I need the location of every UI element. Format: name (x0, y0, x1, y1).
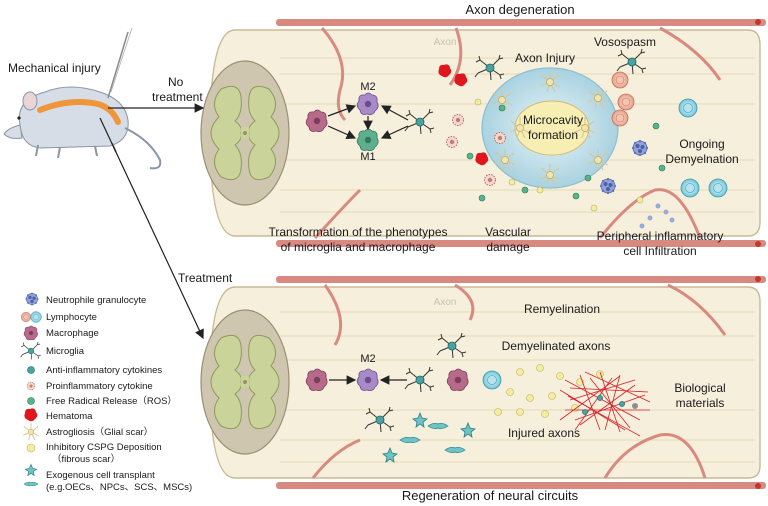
no-treatment-line2: treatment (152, 90, 203, 104)
regeneration-label: Regeneration of neural circuits (402, 488, 579, 503)
ongoing-label-line1: Ongoing (679, 137, 724, 151)
vasospasm-label: Vosospasm (594, 35, 656, 49)
transformation-label-line1: Transformation of the phenotypes (269, 225, 448, 239)
legend-item-astrogliosis: Astrogliosis（Glial scar） (46, 426, 153, 438)
m1-label: M1 (360, 151, 375, 163)
legend-item-cspg: Inhibitory CSPG Deposition (46, 442, 162, 453)
demyelinated-axons-label: Demyelinated axons (502, 339, 611, 353)
peripheral-label-line1: Peripheral inflammatory (597, 229, 724, 243)
microcavity-label-line1: Microcavity (523, 113, 583, 127)
lymphocyte-icon (20, 311, 42, 323)
no-treatment-line1: No (168, 75, 184, 89)
transformation-label-line2: of microglia and macrophage (281, 240, 436, 254)
injured-axons-label: Injured axons (508, 426, 580, 440)
ongoing-label-line2: Demyelnation (665, 152, 738, 166)
hematoma-icon (24, 408, 38, 422)
top-spinal-cord-section (200, 60, 290, 206)
microglia-icon (20, 341, 42, 360)
legend-item-ros: Free Radical Release（ROS） (46, 395, 177, 407)
proinflammatory-icon (26, 381, 36, 391)
microcavity (514, 100, 590, 156)
legend-item-proinflammatory: Proinflammatory cytokine (46, 381, 153, 392)
peripheral-label-line2: cell Infiltration (623, 244, 696, 258)
anti-inflammatory-icon (27, 366, 35, 374)
remyelination-label: Remyelination (524, 302, 600, 316)
top-panel: Axon degeneration Axon Axon Injury Vosos… (200, 2, 766, 258)
cspg-icon (26, 443, 36, 453)
bottom-spinal-cord-section (200, 309, 290, 455)
treatment-label: Treatment (178, 271, 233, 285)
axon-label-bottom: Axon (434, 297, 457, 308)
legend-item-macrophage: Macrophage (46, 328, 99, 339)
legend: Neutrophile granulocyte Lymphocyte Macro… (20, 292, 192, 493)
needle (107, 31, 129, 99)
legend-item-neutrophil: Neutrophile granulocyte (46, 295, 146, 306)
microcavity-label-line2: formation (528, 128, 578, 142)
stem-cell-icon (23, 464, 39, 487)
mechanical-injury-label: Mechanical injury (8, 61, 101, 75)
biological-materials-line2: materials (676, 396, 725, 410)
top-vessel-lower (276, 240, 766, 247)
legend-item-hematoma: Hematoma (46, 411, 93, 422)
ros-icon (27, 397, 35, 405)
m2-macrophage-bottom (356, 368, 379, 392)
biological-material-scaffold (559, 371, 651, 437)
astrocyte-icon (22, 422, 40, 441)
m2-top-label: M2 (360, 81, 375, 93)
macrophage-cell (305, 109, 328, 133)
bottom-vessel-lower (276, 482, 766, 489)
m2-bottom-label: M2 (360, 353, 375, 365)
axon-label-top: Axon (434, 37, 457, 48)
legend-item-microglia: Microglia (46, 346, 85, 357)
neutrophil-icon (25, 292, 39, 306)
treatment-arrow (99, 117, 204, 340)
vascular-label-line2: damage (486, 240, 530, 254)
m1-macrophage (356, 128, 379, 152)
legend-item-anti-inflammatory: Anti-inflammatory cytokines (46, 365, 162, 376)
vascular-label-line1: Vascular (485, 225, 531, 239)
biological-materials-line1: Biological (674, 381, 725, 395)
legend-item-transplant-line2: (e.g.OECs、NPCs、SCS、MSCs) (46, 482, 192, 493)
m2-macrophage (356, 92, 379, 116)
macrophage-icon (23, 325, 38, 341)
legend-item-transplant: Exogenous cell transplant (46, 470, 155, 481)
legend-item-cspg-line2: （fibrous scar） (52, 453, 120, 465)
mouse-illustration (3, 27, 162, 170)
bottom-vessel-upper (276, 276, 766, 283)
bottom-panel: Axon Remyelination Demyelinated axons Bi… (200, 276, 766, 503)
axon-injury-label: Axon Injury (515, 51, 575, 65)
top-vessel-upper (276, 19, 766, 26)
legend-item-lymphocyte: Lymphocyte (46, 312, 97, 323)
axon-degeneration-label: Axon degeneration (465, 2, 574, 17)
